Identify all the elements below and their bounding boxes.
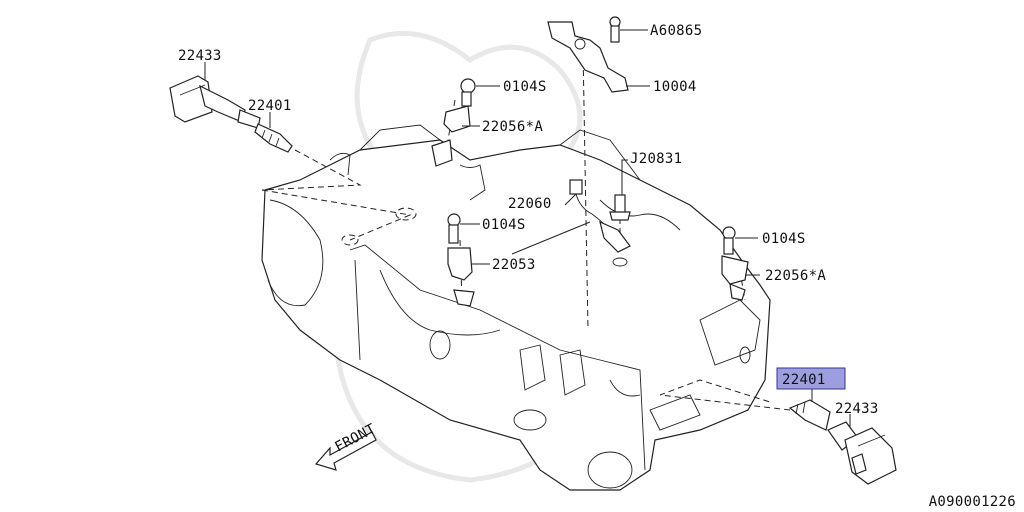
label-bolt-mid[interactable]: 0104S — [482, 217, 526, 233]
label-clip[interactable]: J20831 — [630, 151, 682, 167]
bracket — [547, 21, 629, 93]
ignition-coil-right — [827, 421, 897, 485]
label-bolt-top[interactable]: 0104S — [503, 79, 547, 95]
highlight-box — [776, 367, 846, 390]
sensor-top — [431, 105, 471, 167]
label-coil-right[interactable]: 22433 — [835, 401, 879, 417]
label-sensor-top[interactable]: 22056*A — [482, 119, 543, 135]
label-plug-right[interactable]: 22401 — [782, 372, 826, 388]
spark-plug-right — [788, 399, 831, 431]
ignition-coil-left — [169, 75, 261, 129]
label-bracket[interactable]: 10004 — [653, 79, 697, 95]
front-arrow: FRONT — [314, 421, 379, 471]
cam-sensor — [447, 247, 475, 307]
bracket-bolt — [609, 16, 621, 43]
label-plug-left[interactable]: 22401 — [248, 98, 292, 114]
label-bracket-bolt[interactable]: A60865 — [650, 23, 702, 39]
harness — [569, 179, 631, 267]
bolt-right — [722, 226, 736, 255]
label-sensor-right[interactable]: 22056*A — [765, 268, 826, 284]
label-coil-left[interactable]: 22433 — [178, 48, 222, 64]
clip — [609, 194, 631, 221]
bolt-top — [460, 78, 476, 107]
label-cam-sensor[interactable]: 22053 — [492, 257, 536, 273]
bolt-mid — [447, 213, 461, 244]
label-bolt-right[interactable]: 0104S — [762, 231, 806, 247]
spark-plug-left — [254, 123, 293, 153]
sensor-right — [721, 255, 749, 301]
reference-code: A090001226 — [929, 494, 1016, 510]
engine-block — [261, 124, 771, 491]
label-harness[interactable]: 22060 — [508, 196, 552, 212]
leader-lines — [204, 29, 851, 428]
